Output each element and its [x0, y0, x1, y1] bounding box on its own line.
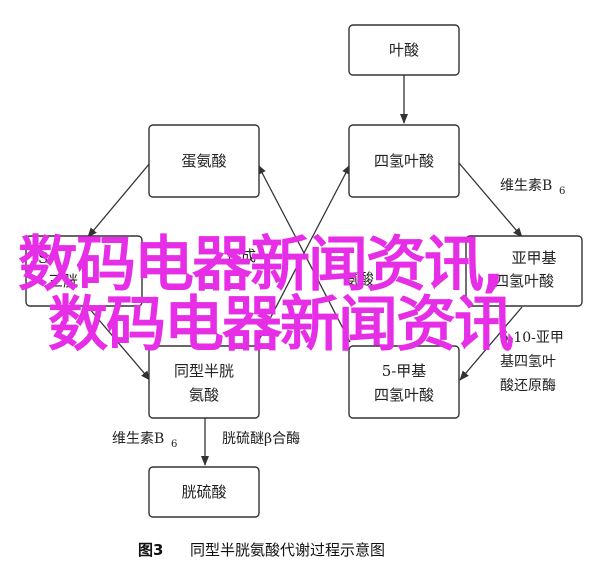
edge-methyl-to-thf — [303, 252, 351, 343]
node-center-partial-top: 合成 — [226, 247, 256, 265]
node-folic-acid-box — [348, 24, 460, 76]
edge-methionine-to-left — [87, 162, 151, 238]
node-left-partial-label-1: S- — [38, 249, 54, 267]
label-b6-bottom: 维生素B — [112, 431, 164, 447]
node-homocysteine-box — [148, 345, 260, 419]
edge-methylene-to-methyl — [459, 306, 523, 381]
node-methionine-label: 蛋氨酸 — [181, 152, 226, 170]
node-left-partial-label-2: 三胱 — [48, 272, 78, 290]
label-b6-bottom-sub: 6 — [171, 439, 177, 450]
label-b6-top-sub: 6 — [559, 186, 565, 197]
edge-methyl-to-thf-head — [303, 164, 351, 254]
label-b6-top: 维生素B — [500, 178, 552, 194]
edge-homocysteine-to-methionine — [257, 252, 305, 343]
node-thf-box — [348, 124, 460, 198]
node-left-partial-box — [25, 235, 143, 307]
node-center-partial-bottom: 氨酸 — [344, 270, 374, 288]
node-methylene-thf-box — [465, 235, 583, 307]
node-homocysteine-label-bottom: 氨酸 — [189, 386, 219, 404]
node-cystathionine-label: 胱硫酸 — [181, 483, 226, 501]
caption-number: 图3 — [138, 541, 163, 559]
watermark-line-2: 数码电器新闻资讯 — [48, 290, 514, 360]
node-methylene-thf-label-bottom: 四氢叶酸 — [494, 272, 554, 290]
node-cystathionine-box — [148, 466, 260, 518]
node-methyl-thf-label-bottom: 四氢叶酸 — [374, 386, 434, 404]
label-reductase-2: 基四氢叶 — [500, 353, 556, 370]
edge-homocysteine-to-methionine-head — [257, 164, 305, 254]
watermark-line-1: 数码电器新闻资讯, — [18, 230, 503, 300]
node-thf-label: 四氢叶酸 — [374, 152, 434, 170]
node-methionine-box — [148, 124, 260, 198]
node-methyl-thf-box — [348, 345, 460, 419]
node-methyl-thf-label-top: 5-甲基 — [382, 362, 427, 380]
caption-text: 同型半胱氨酸代谢过程示意图 — [190, 541, 385, 559]
label-cbs: 胱硫醚β合酶 — [222, 431, 300, 447]
node-folic-acid-label: 叶酸 — [389, 41, 419, 59]
edge-left-to-homocysteine — [87, 306, 151, 381]
edge-thf-to-methylene — [458, 162, 523, 238]
node-homocysteine-label-top: 同型半胱 — [174, 362, 234, 380]
node-methylene-thf-label-top: 亚甲基 — [511, 249, 556, 267]
label-reductase-1: 5,10-亚甲 — [500, 330, 564, 346]
label-reductase-3: 酸还原酶 — [500, 378, 556, 394]
